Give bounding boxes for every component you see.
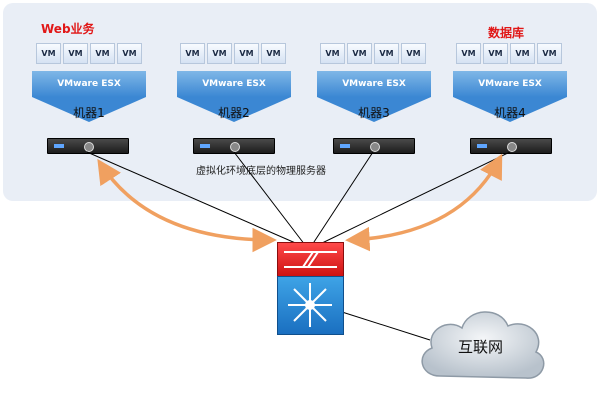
server-icon (193, 138, 275, 154)
vm-tile: VM (456, 43, 481, 64)
vm-tile: VM (537, 43, 562, 64)
switch-body-bottom (277, 276, 344, 335)
esx-funnel (453, 97, 567, 122)
vm-tile: VM (320, 43, 345, 64)
orange-arrow-right (345, 153, 503, 252)
machine-name: 机器3 (358, 106, 390, 120)
vm-tile: VM (234, 43, 259, 64)
vm-tile: VM (117, 43, 142, 64)
internet-label: 互联网 (458, 338, 504, 356)
web-service-label: Web业务 (41, 22, 95, 36)
vmware-esx-bar: VMware ESX (317, 71, 431, 97)
esx-funnel (32, 97, 146, 122)
server-icon (470, 138, 552, 154)
orange-arrow-left (97, 158, 277, 253)
vmware-esx-bar: VMware ESX (453, 71, 567, 97)
vm-tile: VM (63, 43, 88, 64)
link-line-machine-2 (233, 151, 306, 246)
vmware-esx-bar: VMware ESX (32, 71, 146, 97)
switch-arrows-icon (288, 283, 332, 327)
link-line-internet (341, 311, 431, 341)
machine-name: 机器1 (73, 106, 105, 120)
machine-name: 机器2 (218, 106, 250, 120)
router-arrows-icon (284, 251, 337, 268)
core-switch-icon (277, 242, 344, 335)
vmware-esx-bar: VMware ESX (177, 71, 291, 97)
switch-router-top (277, 242, 344, 278)
link-line-machine-3 (311, 151, 374, 246)
vm-tile: VM (36, 43, 61, 64)
vm-tile: VM (180, 43, 205, 64)
vm-tile: VM (261, 43, 286, 64)
server-icon (47, 138, 129, 154)
vm-tile: VM (401, 43, 426, 64)
internet-cloud-icon (421, 311, 545, 379)
vm-tile: VM (510, 43, 535, 64)
vm-tile: VM (90, 43, 115, 64)
esx-funnel (317, 97, 431, 122)
esx-funnel (177, 97, 291, 122)
database-label: 数据库 (488, 26, 525, 40)
vm-tile: VM (347, 43, 372, 64)
link-line-machine-4 (317, 151, 511, 246)
vm-tile: VM (483, 43, 508, 64)
vm-tile: VM (374, 43, 399, 64)
server-icon (333, 138, 415, 154)
machine-name: 机器4 (494, 106, 526, 120)
vm-tile: VM (207, 43, 232, 64)
